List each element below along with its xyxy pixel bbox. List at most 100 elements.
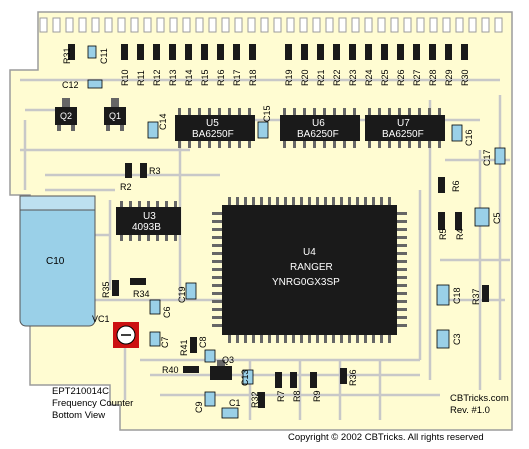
label-r21: R21 [316, 69, 326, 86]
label-c19: C19 [177, 286, 187, 303]
resistor-r8 [290, 372, 297, 388]
capacitor-c19 [185, 282, 197, 300]
top-resistor-bodies [68, 44, 468, 60]
label-r19: R19 [284, 69, 294, 86]
ic-u3 [116, 201, 181, 241]
ic-u4-brand: RANGER [290, 262, 333, 273]
label-r27: R27 [412, 69, 422, 86]
label-c1: C1 [229, 398, 241, 408]
label-r25: R25 [380, 69, 390, 86]
resistor-r40 [183, 366, 199, 373]
label-r16: R16 [216, 69, 226, 86]
label-r22: R22 [332, 69, 342, 86]
label-c5: C5 [492, 212, 502, 224]
site-name: CBTricks.com [450, 393, 509, 404]
resistor-r6 [438, 177, 445, 193]
label-c8: C8 [198, 336, 208, 348]
label-r18: R18 [248, 69, 258, 86]
resistor-r3 [140, 163, 147, 178]
resistor-r36 [340, 368, 347, 384]
board-part-number: EPT210014C [52, 386, 110, 397]
ic-u7-name: U7 [397, 118, 410, 129]
label-r4: R4 [455, 228, 465, 240]
capacitor-c11 [87, 45, 97, 59]
label-c9: C9 [194, 401, 204, 413]
copyright: Copyright © 2002 CBTricks. All rights re… [288, 432, 484, 443]
capacitor-c14 [147, 121, 159, 139]
label-r41: R41 [179, 339, 189, 356]
trimmer-vc1 [113, 322, 139, 348]
label-r2: R2 [120, 182, 132, 192]
transistor-q1 [104, 98, 126, 131]
ic-u4-part: YNRG0GX3SP [272, 277, 340, 288]
label-c3: C3 [452, 333, 462, 345]
resistor-r32 [258, 392, 265, 408]
label-c7: C7 [160, 336, 170, 348]
label-r10: R10 [120, 69, 130, 86]
board-view: Bottom View [52, 410, 106, 421]
capacitor-c17 [494, 147, 506, 165]
capacitor-c13 [242, 369, 254, 385]
resistor-r9 [310, 372, 317, 388]
transistor-q3 [210, 360, 232, 380]
resistor-r4 [455, 212, 462, 230]
label-r11: R11 [136, 70, 146, 86]
transistor-q2 [55, 98, 77, 131]
label-r12: R12 [152, 69, 162, 86]
ic-u6-name: U6 [312, 118, 325, 129]
board-title: Frequency Counter [52, 398, 134, 409]
label-r34: R34 [133, 289, 150, 299]
label-r37: R37 [471, 288, 481, 305]
ic-u3-name: U3 [143, 211, 156, 222]
label-r15: R15 [200, 69, 210, 86]
label-r3: R3 [149, 166, 161, 176]
label-r26: R26 [396, 69, 406, 86]
ic-u6-part: BA6250F [297, 129, 339, 140]
resistor-r41 [190, 337, 197, 353]
label-q1: Q1 [109, 111, 121, 121]
board-caption: EPT210014C Frequency Counter Bottom View [52, 386, 133, 422]
capacitor-c16 [451, 124, 463, 142]
ic-u6 [280, 108, 360, 148]
label-r13: R13 [168, 69, 178, 86]
capacitor-c1 [221, 407, 239, 419]
label-c18: C18 [452, 287, 462, 304]
label-q2: Q2 [60, 111, 72, 121]
label-c10: C10 [46, 256, 65, 267]
capacitor-c12 [87, 79, 103, 89]
label-r31: R31 [62, 47, 72, 64]
label-r5: R5 [438, 228, 448, 240]
label-c11: C11 [99, 48, 109, 64]
label-r6: R6 [451, 180, 461, 192]
label-c13: C13 [240, 369, 250, 386]
capacitor-c6 [149, 299, 161, 315]
capacitor-c9 [204, 391, 216, 407]
capacitor-c10 [19, 195, 96, 327]
label-r9: R9 [312, 390, 322, 402]
resistor-r35 [112, 280, 119, 296]
traces [20, 78, 510, 420]
ic-u7-part: BA6250F [382, 129, 424, 140]
resistor-r34 [130, 278, 146, 285]
label-c14: C14 [158, 113, 168, 130]
label-c12: C12 [62, 80, 79, 90]
ic-u5-part: BA6250F [192, 129, 234, 140]
label-q3: Q3 [222, 355, 234, 365]
label-r17: R17 [232, 69, 242, 86]
label-r20: R20 [300, 69, 310, 86]
site-info: CBTricks.com Rev. #1.0 [450, 393, 509, 417]
capacitor-c15 [257, 121, 269, 139]
capacitor-c18 [436, 284, 450, 306]
label-r28: R28 [428, 69, 438, 86]
label-c6: C6 [162, 306, 172, 318]
ic-u7 [365, 108, 445, 148]
ic-u5-name: U5 [206, 118, 219, 129]
label-r30: R30 [460, 69, 470, 86]
label-r36: R36 [348, 369, 358, 386]
capacitor-c3 [436, 329, 450, 349]
label-r8: R8 [292, 390, 302, 402]
label-r32: R32 [250, 391, 260, 408]
label-r23: R23 [348, 69, 358, 86]
label-c16: C16 [464, 129, 474, 146]
